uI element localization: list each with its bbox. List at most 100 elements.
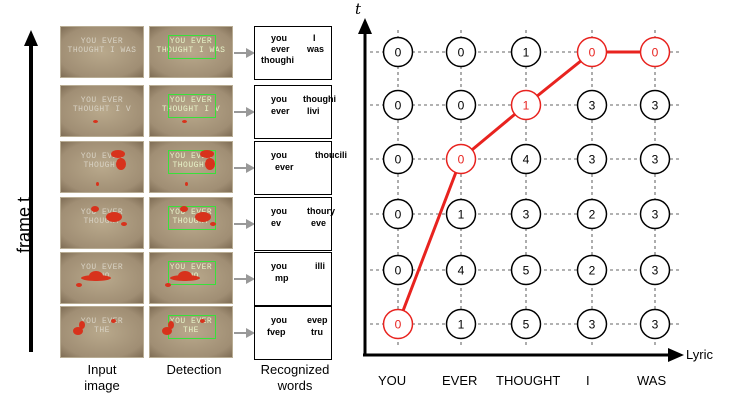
recognized-word: you (271, 206, 288, 216)
lyric-label: THOUGHT (496, 373, 561, 388)
grid-node-value: 0 (458, 153, 465, 167)
caption-line: YOU EVER (169, 263, 213, 272)
red-splash (195, 212, 211, 222)
recognized-word: thoughi (261, 55, 294, 65)
recognized-word: you (271, 261, 288, 271)
grid-node-circle (510, 143, 542, 175)
grid-node-value: 1 (523, 46, 530, 60)
recognized-word: I (313, 33, 316, 43)
grid-node-circle (382, 198, 414, 230)
grid-node-value: 0 (589, 46, 596, 60)
grid-node-circle (576, 143, 608, 175)
grid-node-circle (445, 36, 477, 68)
recognized-word: you (271, 33, 288, 43)
recognized-word: tru (311, 327, 323, 337)
recognized-word: fvep (267, 327, 286, 337)
caption-line: THOUGHT (83, 217, 121, 226)
grid-node-value: 3 (523, 208, 530, 222)
grid-node-value: 0 (395, 153, 402, 167)
caption-line: YOU EVER (80, 96, 124, 105)
recognized-word: you (271, 315, 288, 325)
recognized-word: livi (307, 106, 320, 116)
grid-node-value: 3 (589, 153, 596, 167)
red-splash (200, 150, 214, 158)
grid-node-circle (576, 254, 608, 286)
caption-line: THOUGHT (83, 161, 121, 170)
time-axis-label: t (355, 0, 362, 18)
grid-node-circle (382, 89, 414, 121)
caption-line: YOU EVER (80, 317, 124, 326)
red-splash (200, 319, 205, 323)
grid-node-value: 3 (652, 208, 659, 222)
caption-line: THOUGHT (172, 217, 210, 226)
detection-box (168, 94, 216, 118)
recognized-word: ev (271, 218, 282, 228)
caption-line: THOUGHT (172, 161, 210, 170)
red-splash (89, 271, 103, 281)
grid-node-value: 0 (652, 46, 659, 60)
recognized-word: ever (275, 162, 294, 172)
path-node-circle (510, 89, 542, 121)
grid-node-circle (576, 198, 608, 230)
grid-node-value: 1 (523, 99, 530, 113)
grid-node-circle (639, 308, 671, 340)
grid-node-value: 0 (395, 208, 402, 222)
lyric-label: WAS (637, 373, 667, 388)
arrow-icon (234, 219, 255, 229)
grid-node-circle (639, 254, 671, 286)
red-splash (96, 182, 99, 186)
grid-node-value: 4 (523, 153, 530, 167)
caption-line: YOU EVER (80, 37, 124, 46)
red-splash (116, 158, 126, 170)
grid-node-value: 3 (652, 318, 659, 332)
red-splash (180, 206, 188, 212)
caption-line: YOU EVER (80, 208, 124, 217)
grid-node-value: 3 (589, 99, 596, 113)
grid-node-value: 1 (458, 208, 465, 222)
grid-node-circle (576, 89, 608, 121)
red-splash (79, 321, 85, 329)
detection-label: Detection (166, 362, 222, 377)
arrow-icon (234, 328, 255, 338)
recognized-word: thoughi (303, 94, 336, 104)
caption-line: YOU EVER (169, 96, 213, 105)
path-node-circle (445, 143, 477, 175)
grid-node-value: 3 (652, 99, 659, 113)
grid-node-value: 0 (395, 46, 402, 60)
caption-line: THOUGHT I WAS (67, 46, 137, 55)
grid-node-value: 0 (395, 318, 402, 332)
recognized-word: illi (315, 261, 326, 271)
red-splash (178, 271, 192, 281)
recognized-word: evep (307, 315, 328, 325)
caption-line: THOUGHT I V (161, 105, 221, 114)
caption-line: THOUGHT I WAS (156, 46, 226, 55)
recognized-word: mp (275, 273, 289, 283)
detection-box (168, 150, 216, 174)
detection-box (168, 35, 216, 59)
lyric-axis-label: Lyric (686, 347, 713, 362)
caption-line: YOU EVER (169, 37, 213, 46)
grid-node-circle (445, 198, 477, 230)
grid-node-circle (510, 308, 542, 340)
red-splash (111, 150, 125, 158)
red-splash (111, 319, 116, 323)
grid-node-circle (639, 198, 671, 230)
grid-node-circle (510, 198, 542, 230)
